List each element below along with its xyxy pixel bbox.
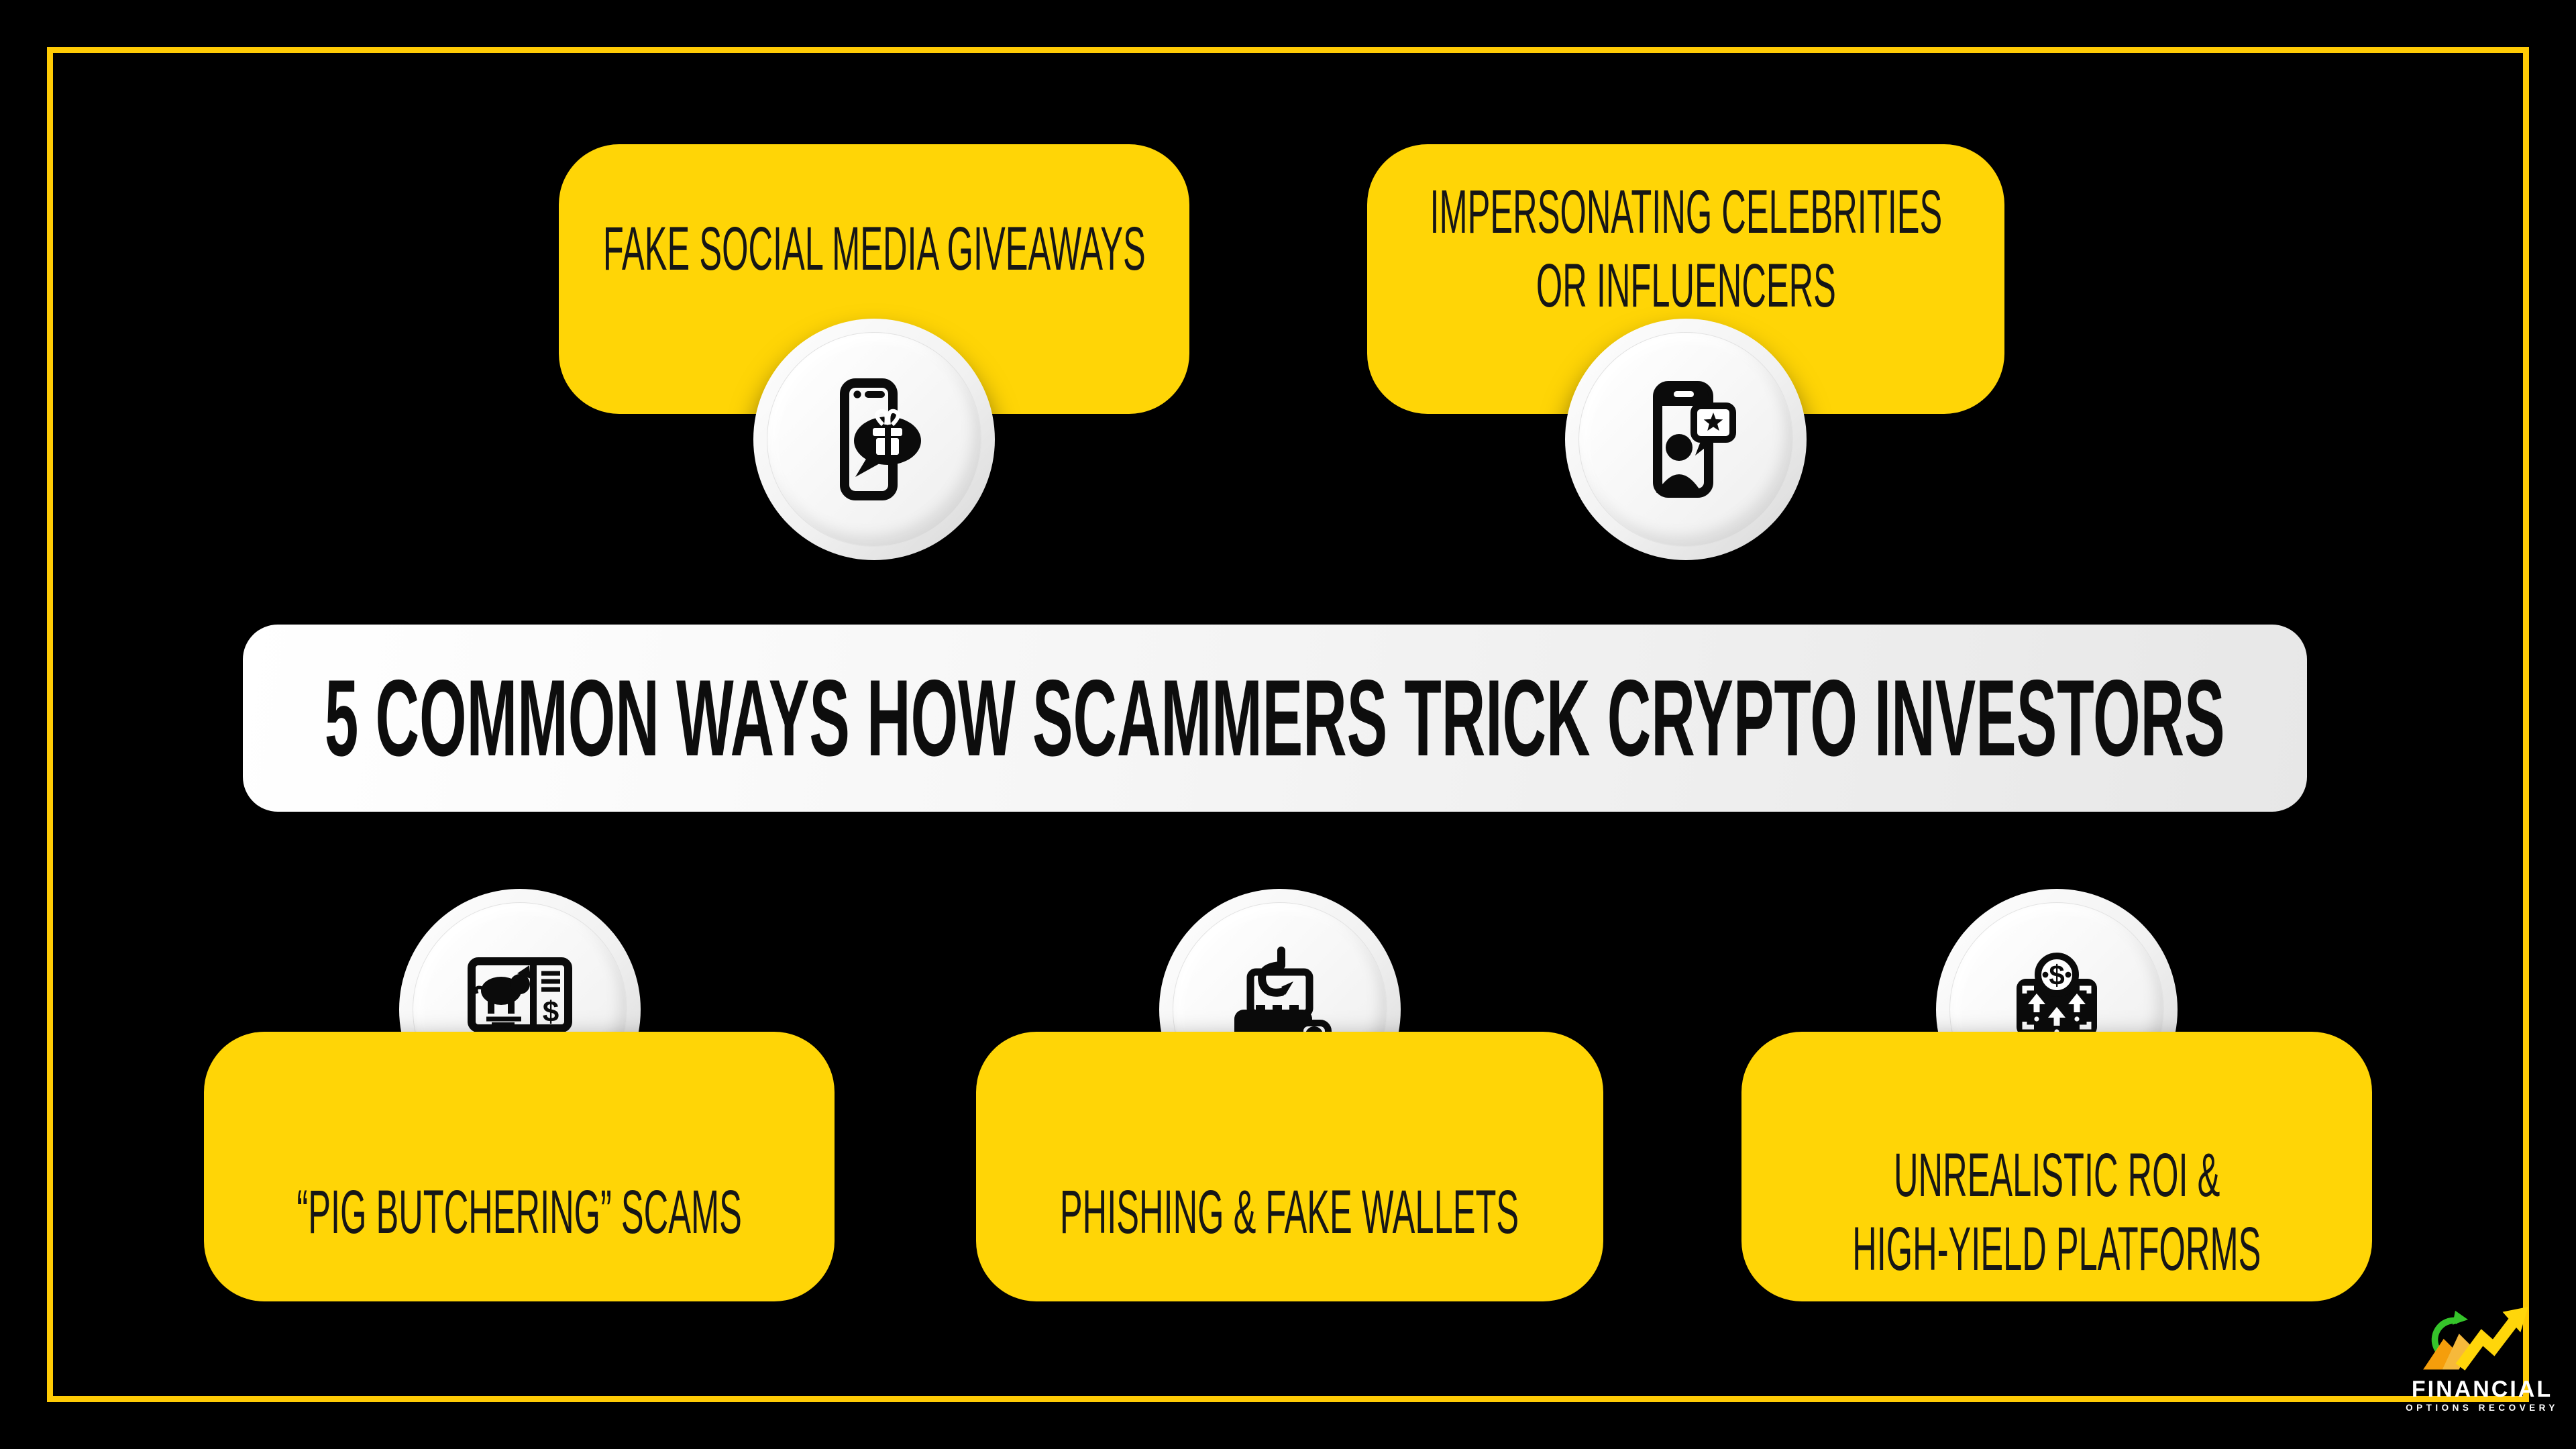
- card-label: “PIG BUTCHERING” SCAMS: [297, 1177, 742, 1246]
- card-label-line2: HIGH-YIELD PLATFORMS: [1852, 1214, 2261, 1283]
- logo-name: FINANCIAL: [2411, 1377, 2553, 1402]
- card-label-line2: OR INFLUENCERS: [1536, 252, 1836, 320]
- card-label: PHISHING & FAKE WALLETS: [1060, 1177, 1519, 1246]
- card-phishing-fake-wallets: PHISHING & FAKE WALLETS: [976, 1032, 1603, 1301]
- svg-text:$: $: [2049, 959, 2064, 991]
- brand-logo: FINANCIAL OPTIONS RECOVERY: [2404, 1307, 2560, 1415]
- smartphone-gift-chat-icon: [840, 378, 921, 500]
- badge-impersonating: [1565, 319, 1807, 560]
- growth-arrow-refresh-icon: [2423, 1307, 2528, 1371]
- badge-fake-giveaways: [753, 319, 995, 560]
- page-title: 5 COMMON WAYS HOW SCAMMERS TRICK CRYPTO …: [325, 657, 2225, 779]
- card-impersonating-celebrities: IMPERSONATING CELEBRITIES OR INFLUENCERS: [1367, 144, 2004, 414]
- card-label-line1: UNREALISTIC ROI &: [1893, 1140, 2220, 1210]
- title-banner: 5 COMMON WAYS HOW SCAMMERS TRICK CRYPTO …: [243, 625, 2307, 812]
- svg-text:$: $: [543, 996, 559, 1028]
- card-pig-butchering-scams: “PIG BUTCHERING” SCAMS: [204, 1032, 835, 1301]
- card-unrealistic-roi-platforms: UNREALISTIC ROI & HIGH-YIELD PLATFORMS: [1741, 1032, 2372, 1301]
- smartphone-influencer-star-icon: [1653, 381, 1736, 498]
- card-label: FAKE SOCIAL MEDIA GIVEAWAYS: [602, 215, 1146, 283]
- card-label-line1: IMPERSONATING CELEBRITIES: [1430, 178, 1942, 246]
- decorative-frame: [47, 47, 2529, 1402]
- logo-subtitle: OPTIONS RECOVERY: [2406, 1403, 2559, 1413]
